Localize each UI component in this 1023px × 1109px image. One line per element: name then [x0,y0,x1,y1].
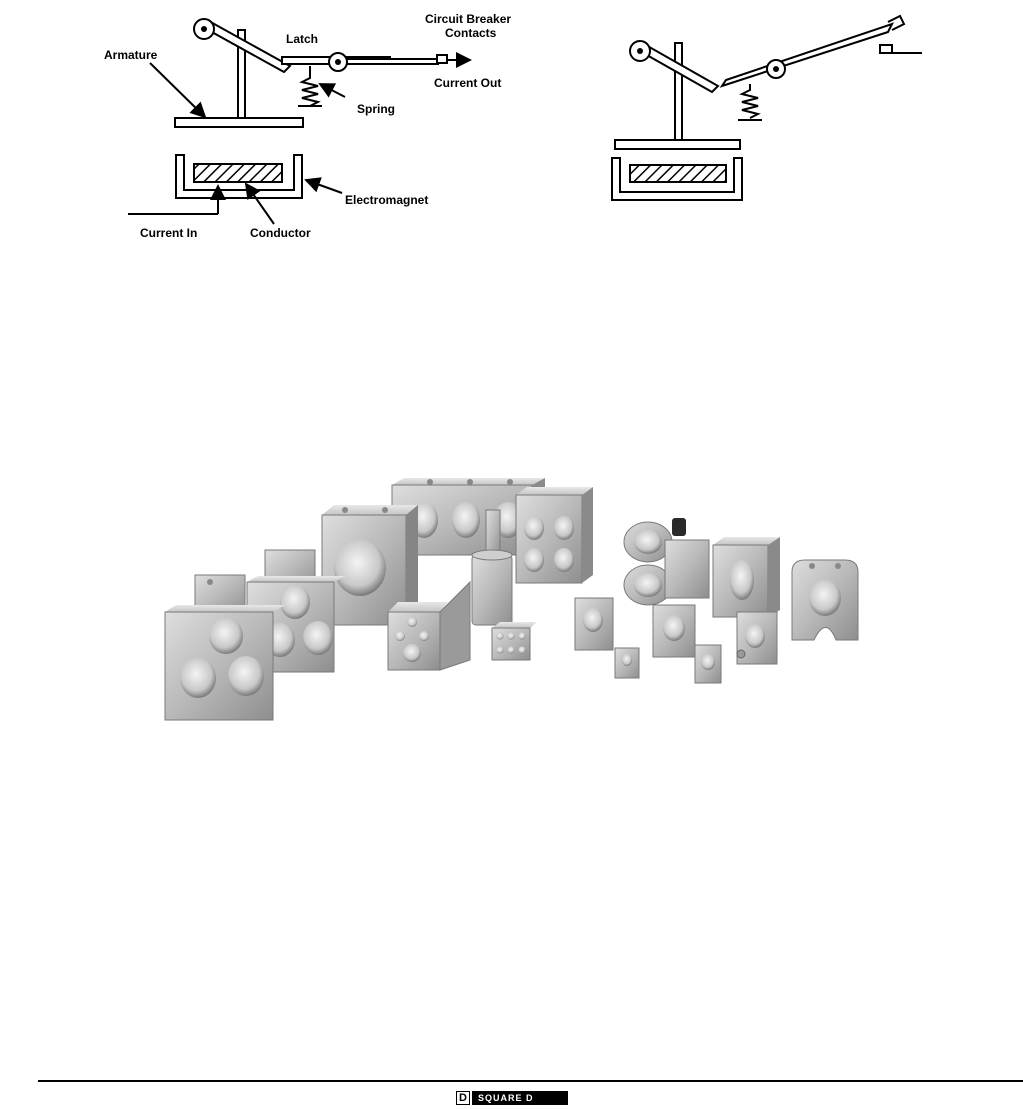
brand-mark: D [456,1091,470,1105]
label-latch: Latch [286,32,318,46]
breaker-contacts [436,54,448,64]
lug-large-single [321,505,418,626]
circuit-breaker-diagram-tripped [611,14,922,201]
square-d-logo: D SQUARE D [456,1091,568,1105]
spring-icon [739,84,761,119]
brand-name: SQUARE D [472,1091,568,1105]
footer-rule [38,1080,1023,1082]
label-circuit-breaker: Circuit Breaker [425,12,511,26]
lug-medium-threaded [652,604,696,658]
conductor-bar [629,164,727,183]
mechanical-lugs-photo [164,478,859,721]
lug-four-hole [515,487,593,584]
pivot-post [674,42,683,144]
conductor-bar [193,163,283,183]
lug-stepped-front [164,574,285,721]
spring-icon [299,66,321,107]
lug-tiny-2 [694,644,722,684]
label-spring: Spring [357,102,395,116]
label-current-in: Current In [140,226,197,240]
armature-plate [174,117,304,128]
lug-side-screw [736,611,778,665]
fixed-contact [879,44,893,54]
label-contacts: Contacts [445,26,497,40]
label-armature: Armature [104,48,158,62]
lug-pin-terminal [471,509,513,626]
lug-tall-rectangular [712,537,780,618]
label-current-out: Current Out [434,76,501,90]
circuit-breaker-diagram-closed: Armature Latch Circuit Breaker Contacts … [104,12,511,240]
electromagnet-core [611,157,743,201]
contact-arm-open [719,22,894,88]
lug-angled-block [387,580,471,671]
lug-tiny [614,647,640,679]
lug-double-barrel [623,518,710,606]
label-conductor: Conductor [250,226,311,240]
lug-multiport-small [491,622,537,661]
lug-saddle [791,559,859,641]
label-electromagnet: Electromagnet [345,193,428,207]
contact-arm [339,58,439,65]
lug-small-square [574,597,614,651]
armature-plate [614,139,741,150]
